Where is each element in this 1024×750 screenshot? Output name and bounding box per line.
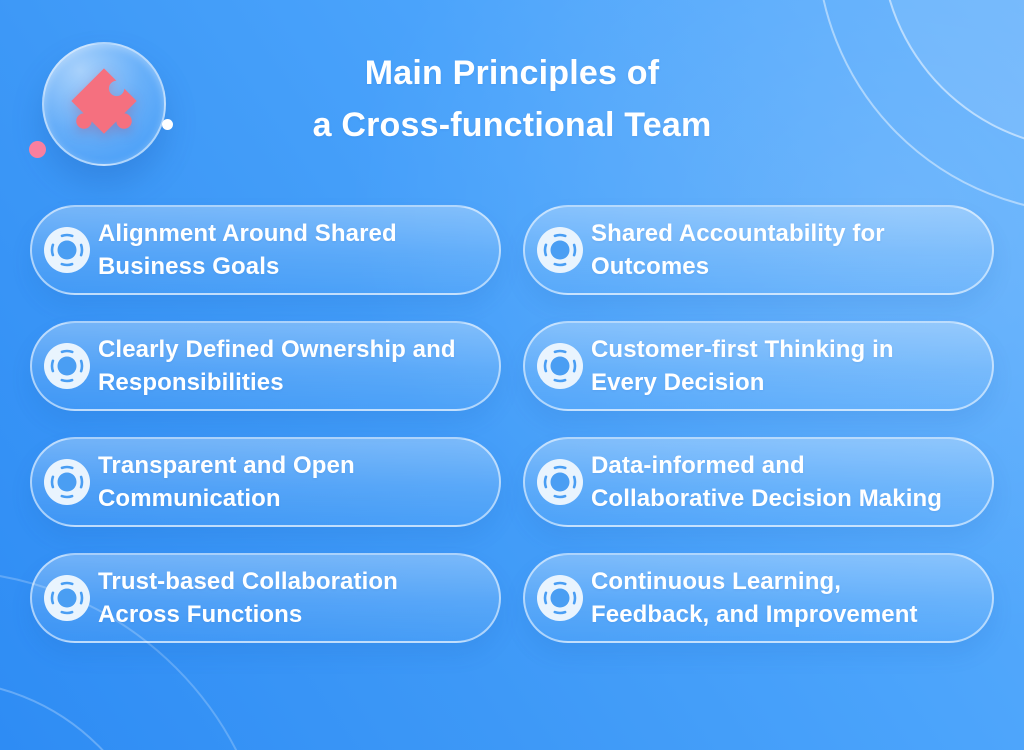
- target-ring-icon: [44, 459, 90, 505]
- principle-text-line: Data-informed and: [591, 452, 805, 479]
- principle-text-line: Feedback, and Improvement: [591, 601, 918, 628]
- principle-text-line: Business Goals: [98, 253, 280, 280]
- principle-text-line: Every Decision: [591, 369, 765, 396]
- decor-circle-bottom-left-inner: [0, 680, 164, 750]
- principle-card-6: Data-informed and Collaborative Decision…: [523, 437, 994, 527]
- puzzle-badge: [42, 42, 166, 166]
- page-title-line-2: a Cross-functional Team: [312, 106, 712, 144]
- principle-text: Alignment Around Shared Business Goals: [98, 217, 397, 283]
- principle-text: Trust-based Collaboration Across Functio…: [98, 565, 398, 631]
- principle-card-7: Trust-based Collaboration Across Functio…: [30, 553, 501, 643]
- page-title-line-1: Main Principles of: [364, 54, 660, 92]
- white-dot: [162, 119, 173, 130]
- target-ring-icon: [44, 575, 90, 621]
- pink-dot: [29, 141, 46, 158]
- principle-text-line: Continuous Learning,: [591, 568, 841, 595]
- principle-text-line: Transparent and Open: [98, 452, 355, 479]
- principle-text-line: Outcomes: [591, 253, 710, 280]
- principle-text-line: Clearly Defined Ownership and: [98, 336, 456, 363]
- target-ring-icon: [537, 227, 583, 273]
- principle-card-1: Alignment Around Shared Business Goals: [30, 205, 501, 295]
- principle-text-line: Across Functions: [98, 601, 303, 628]
- puzzle-icon: [71, 68, 137, 134]
- principles-grid: Alignment Around Shared Business Goals S…: [30, 205, 994, 643]
- principle-text-line: Communication: [98, 485, 281, 512]
- principle-text-line: Shared Accountability for: [591, 220, 885, 247]
- principle-text: Data-informed and Collaborative Decision…: [591, 449, 942, 515]
- principle-card-3: Clearly Defined Ownership and Responsibi…: [30, 321, 501, 411]
- principle-text-line: Customer-first Thinking in: [591, 336, 894, 363]
- target-ring-icon: [537, 459, 583, 505]
- principle-card-5: Transparent and Open Communication: [30, 437, 501, 527]
- target-ring-icon: [537, 575, 583, 621]
- principle-text-line: Alignment Around Shared: [98, 220, 397, 247]
- principle-card-4: Customer-first Thinking in Every Decisio…: [523, 321, 994, 411]
- principle-text: Clearly Defined Ownership and Responsibi…: [98, 333, 456, 399]
- target-ring-icon: [44, 227, 90, 273]
- target-ring-icon: [44, 343, 90, 389]
- principle-text: Shared Accountability for Outcomes: [591, 217, 885, 283]
- principle-text-line: Collaborative Decision Making: [591, 485, 942, 512]
- principle-text: Customer-first Thinking in Every Decisio…: [591, 333, 894, 399]
- page-title: Main Principles of a Cross-functional Te…: [0, 47, 1024, 151]
- principle-text: Transparent and Open Communication: [98, 449, 355, 515]
- principle-text: Continuous Learning, Feedback, and Impro…: [591, 565, 918, 631]
- principle-card-8: Continuous Learning, Feedback, and Impro…: [523, 553, 994, 643]
- principle-text-line: Responsibilities: [98, 369, 284, 396]
- target-ring-icon: [537, 343, 583, 389]
- principle-text-line: Trust-based Collaboration: [98, 568, 398, 595]
- principle-card-2: Shared Accountability for Outcomes: [523, 205, 994, 295]
